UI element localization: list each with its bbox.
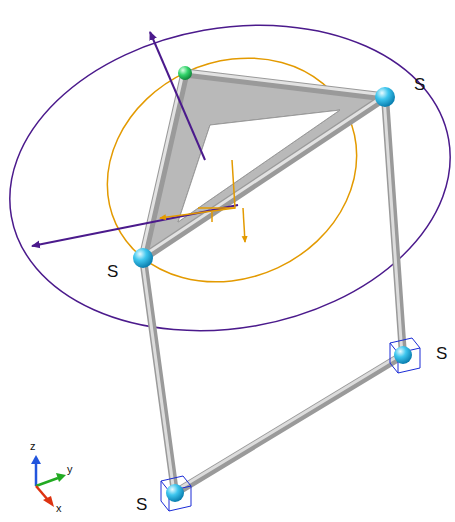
inertia-ellipse <box>70 18 393 322</box>
principal-axis <box>32 32 238 246</box>
joint <box>375 87 395 107</box>
support-label: S <box>436 345 447 362</box>
support-symbol <box>161 338 420 511</box>
axis-label: x <box>56 503 62 514</box>
axis-triad <box>31 455 66 507</box>
inertia-ellipse <box>0 0 455 364</box>
centroid-axis <box>160 160 245 242</box>
axis-label: z <box>30 441 36 452</box>
support-label: S <box>107 263 118 280</box>
joint <box>133 248 153 268</box>
joint <box>178 66 192 80</box>
support-label: S <box>414 76 425 93</box>
axis-label: y <box>67 464 73 475</box>
joint <box>394 346 412 364</box>
joint <box>166 484 184 502</box>
support-label: S <box>136 496 147 513</box>
